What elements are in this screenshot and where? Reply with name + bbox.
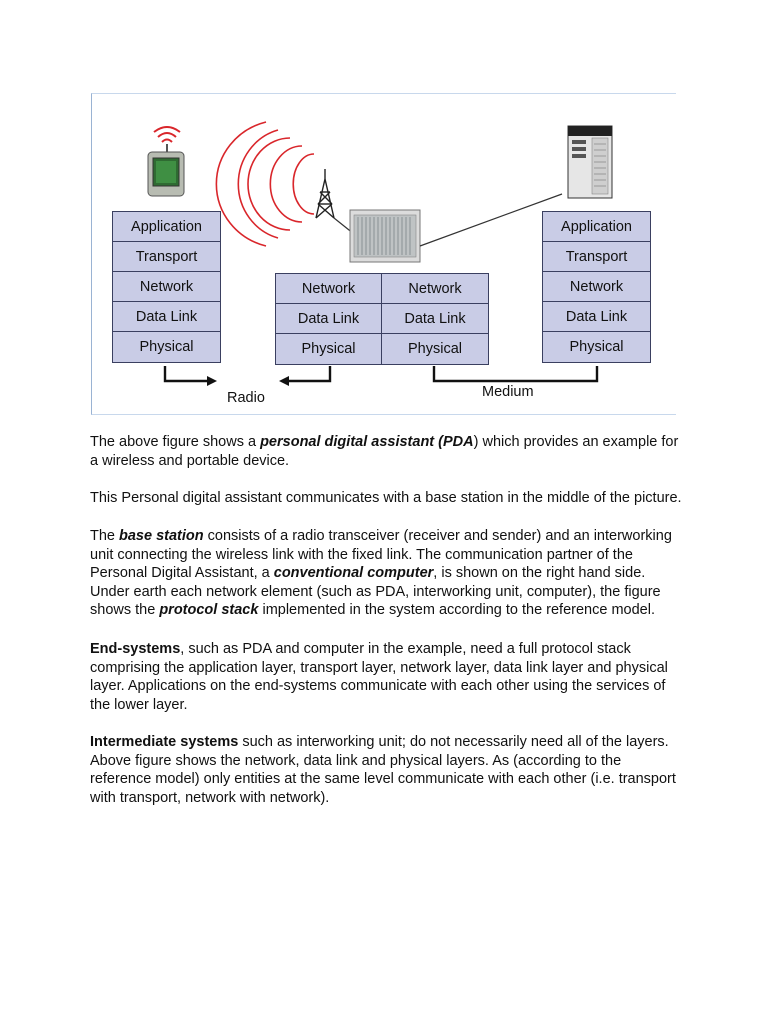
middle-stack-left-layer: Data Link xyxy=(276,304,382,333)
computer-icon xyxy=(567,125,613,199)
right-stack-layer: Application xyxy=(543,212,650,242)
text-span: implemented in the system according to t… xyxy=(258,602,655,619)
right-protocol-stack: Application Transport Network Data Link … xyxy=(542,211,651,363)
medium-bracket xyxy=(432,366,599,383)
emphasis-pda: personal digital assistant (PDA xyxy=(260,434,474,450)
antenna-tower-icon xyxy=(315,169,335,219)
emphasis-conventional-computer: conventional computer xyxy=(273,565,434,582)
text-span: ) which provides an example for a wirele… xyxy=(90,434,679,469)
middle-stack-left-layer: Network xyxy=(276,274,382,303)
middle-stack-row: Physical Physical xyxy=(276,334,488,364)
left-stack-layer: Transport xyxy=(113,242,220,272)
emphasis-base-station: base station xyxy=(119,528,204,544)
text-span: , such as PDA and computer in the exampl… xyxy=(90,641,668,713)
text-span: The xyxy=(90,528,120,544)
middle-stack-right-layer: Network xyxy=(408,280,462,297)
text-span: The above figure shows a xyxy=(90,434,261,450)
left-stack-layer: Network xyxy=(113,272,220,302)
protocol-stack-figure: Application Transport Network Data Link … xyxy=(91,93,676,415)
emphasis-protocol-stack: protocol stack xyxy=(159,602,259,619)
radio-waves-icon xyxy=(215,121,315,247)
middle-protocol-stack: Network Network Data Link Data Link Phys… xyxy=(275,273,489,365)
left-stack-layer: Data Link xyxy=(113,302,220,332)
paragraph-intermediate-systems: Intermediate systems such as interworkin… xyxy=(90,733,682,807)
middle-stack-left-layer: Physical xyxy=(276,334,382,364)
radio-arrows xyxy=(163,366,332,386)
paragraph-base-station-intro: This Personal digital assistant communic… xyxy=(90,490,682,506)
paragraph-pda-intro: The above figure shows a personal digita… xyxy=(90,433,682,470)
left-stack-layer: Physical xyxy=(139,339,194,355)
right-stack-layer: Data Link xyxy=(543,302,650,332)
paragraph-base-station: The base station consists of a radio tra… xyxy=(90,527,682,620)
base-station-icon xyxy=(349,209,421,263)
paragraph-end-systems: End-systems, such as PDA and computer in… xyxy=(90,640,682,714)
pda-icon xyxy=(147,126,185,197)
middle-stack-row: Network Network xyxy=(276,274,488,304)
bold-intermediate-systems: Intermediate systems xyxy=(90,734,239,750)
right-stack-layer: Network xyxy=(543,272,650,302)
middle-stack-right-layer: Data Link xyxy=(404,310,466,327)
middle-stack-row: Data Link Data Link xyxy=(276,304,488,334)
fixed-link-line xyxy=(419,193,563,247)
bold-end-systems: End-systems xyxy=(90,641,181,657)
middle-stack-right-layer: Physical xyxy=(408,341,462,357)
text-span: , is shown on the right hand side. Under… xyxy=(90,565,661,619)
medium-label: Medium xyxy=(482,384,534,400)
text-span: such as interworking unit; do not necess… xyxy=(90,734,676,806)
right-stack-layer: Physical xyxy=(569,339,624,355)
radio-label: Radio xyxy=(227,390,265,406)
left-protocol-stack: Application Transport Network Data Link … xyxy=(112,211,221,363)
left-stack-layer: Application xyxy=(113,212,220,242)
right-stack-layer: Transport xyxy=(543,242,650,272)
text-span: consists of a radio transceiver (receive… xyxy=(90,528,672,582)
